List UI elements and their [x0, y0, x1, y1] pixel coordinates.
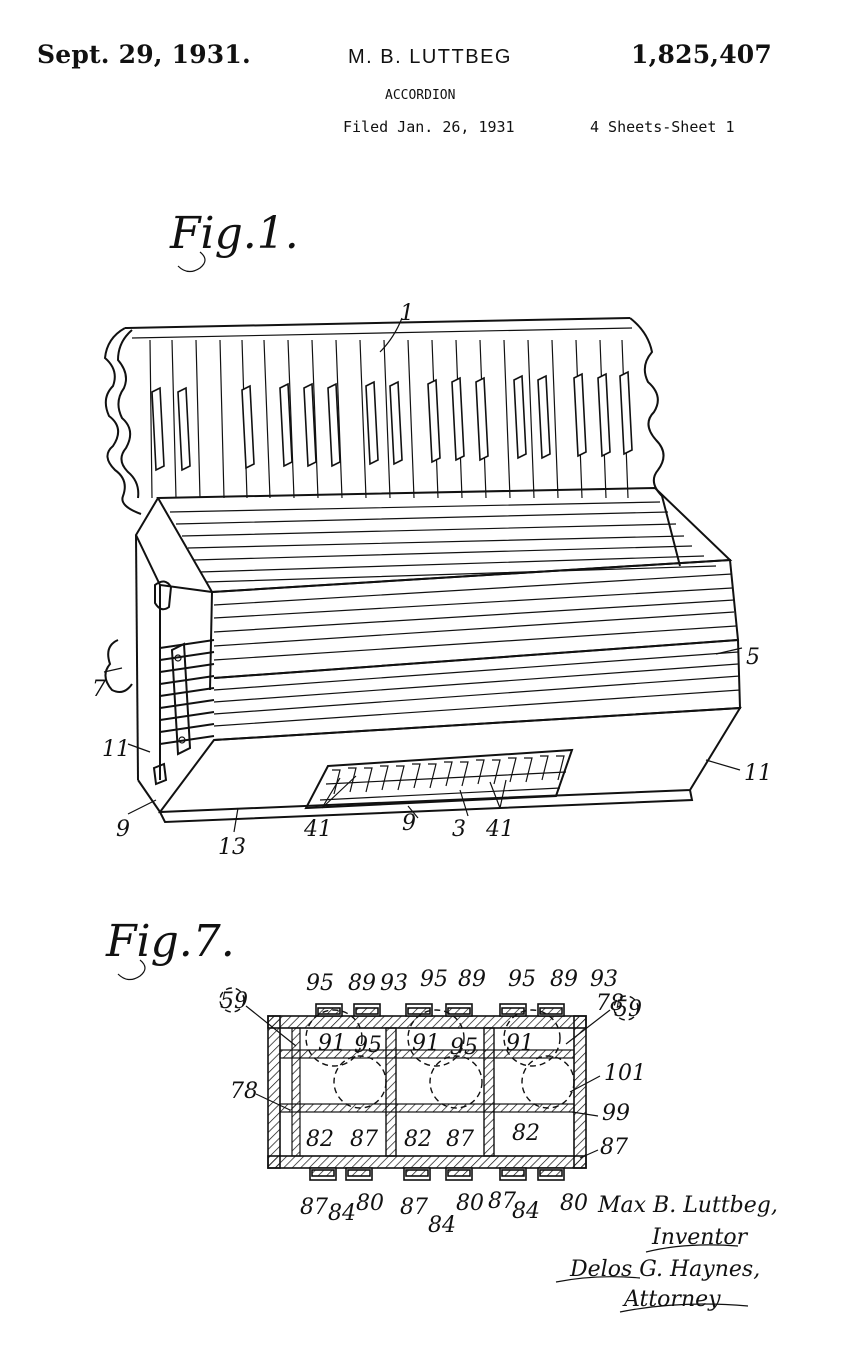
fig7-ref-87-e: 87 — [488, 1189, 516, 1214]
bass-button-grille — [304, 748, 574, 810]
bottom-valve-pads — [309, 1167, 565, 1181]
bass-buttons — [319, 755, 567, 801]
fig7-ref-78-top: 78 — [596, 991, 624, 1016]
fig7-ref-95-e: 95 — [450, 1035, 478, 1060]
inventor-name: Max B. Luttbeg, — [597, 1193, 778, 1218]
fig1-label-flourish — [177, 251, 206, 273]
right-torn-edge — [629, 317, 681, 567]
fig7-ref-84-c: 84 — [512, 1199, 540, 1224]
lower-case — [137, 706, 742, 824]
keyboard-top-edge — [124, 317, 631, 329]
fig7-ref-59-right: 59 — [614, 997, 642, 1022]
top-board — [267, 1015, 587, 1029]
shelf-upper — [279, 1049, 575, 1059]
attorney-role: Attorney — [622, 1287, 721, 1312]
fig7-ref-93-a: 93 — [380, 971, 408, 996]
fig7-ref-87-c: 87 — [300, 1195, 328, 1220]
partition-1 — [385, 1027, 397, 1157]
fig7-label-flourish — [117, 959, 146, 981]
fig1-leaders — [103, 317, 743, 833]
bellows — [159, 558, 742, 745]
fig1-label: Fig.1. — [169, 208, 299, 259]
signature-underlines — [555, 1244, 749, 1313]
fig7-ref-89-c: 89 — [550, 967, 578, 992]
fig7-ref-84-b: 84 — [428, 1213, 456, 1238]
fig7-label: Fig.7. — [105, 916, 235, 967]
fig1-ref-3: 3 — [452, 817, 466, 842]
fig7-ref-78-left: 78 — [230, 1079, 258, 1104]
fig7-ref-91-c: 91 — [506, 1031, 534, 1056]
fig1-ref-5: 5 — [746, 645, 760, 670]
reed-chambers — [219, 987, 639, 1109]
fig7-ref-87-right: 87 — [600, 1135, 628, 1160]
fig7-ref-87-a: 87 — [350, 1127, 378, 1152]
strap-buckle — [154, 580, 173, 611]
fig1-ref-7: 7 — [92, 677, 106, 702]
fig7-ref-91-b: 91 — [412, 1031, 440, 1056]
upper-case — [134, 486, 733, 594]
fig7-ref-95-d: 95 — [354, 1033, 382, 1058]
patent-date: Sept. 29, 1931. — [37, 40, 251, 69]
fig7-ref-95-c: 95 — [508, 967, 536, 992]
left-torn-edge-inner — [116, 329, 140, 499]
fig7-ref-89-b: 89 — [458, 967, 486, 992]
sheet-info: 4 Sheets-Sheet 1 — [590, 118, 735, 136]
fig7-ref-82-c: 82 — [512, 1121, 540, 1146]
signature-block: Max B. Luttbeg, Inventor Delos G. Haynes… — [555, 1193, 778, 1313]
fig7-ref-80-a: 80 — [356, 1191, 384, 1216]
fig7-ref-84-a: 84 — [328, 1201, 356, 1226]
inventor-header: M. B. LUTTBEG — [348, 46, 512, 68]
inner-post-left — [291, 1027, 301, 1157]
fig7-ref-82-a: 82 — [306, 1127, 334, 1152]
fig1-ref-9-center: 9 — [402, 811, 416, 836]
fig7-ref-80-b: 80 — [456, 1191, 484, 1216]
fig1-ref-11-right: 11 — [744, 761, 772, 786]
right-wall — [573, 1015, 587, 1169]
fig7-section: 95 89 93 95 89 95 89 93 78 91 95 91 95 9… — [219, 967, 646, 1238]
fig1-ref-9-left: 9 — [116, 817, 130, 842]
shelf-lower — [279, 1103, 575, 1113]
strap-hook — [104, 639, 133, 693]
fig1-ref-13: 13 — [218, 835, 246, 860]
bottom-board — [267, 1155, 587, 1169]
filed-date: Filed Jan. 26, 1931 — [343, 118, 515, 136]
fig1-ref-41-right: 41 — [485, 817, 514, 842]
fig7-ref-59-left: 59 — [220, 989, 248, 1014]
fig1-ref-41-left: 41 — [303, 817, 332, 842]
fig7-ref-87-d: 87 — [400, 1195, 428, 1220]
invention-title: ACCORDION — [385, 88, 456, 103]
fig7-ref-89-a: 89 — [348, 971, 376, 996]
fig7-ref-95-a: 95 — [306, 971, 334, 996]
fig1-ref-1: 1 — [400, 301, 414, 326]
fig7-ref-80-c: 80 — [560, 1191, 588, 1216]
fig7-ref-87-b: 87 — [446, 1127, 474, 1152]
left-wall — [267, 1015, 281, 1169]
fig7-ref-99: 99 — [602, 1101, 630, 1126]
keyboard-keys — [149, 339, 633, 499]
fig1-ref-11-left: 11 — [102, 737, 130, 762]
fig7-ref-91-a: 91 — [318, 1031, 346, 1056]
attorney-name: Delos G. Haynes, — [569, 1257, 760, 1282]
fig7-ref-82-b: 82 — [404, 1127, 432, 1152]
fig7-ref-101: 101 — [604, 1061, 646, 1086]
left-torn-edge — [103, 327, 142, 515]
fig7-ref-95-b: 95 — [420, 967, 448, 992]
patent-number: 1,825,407 — [631, 40, 772, 69]
partition-2 — [483, 1027, 495, 1157]
accordion-figure: 1 5 7 11 11 9 13 41 9 3 41 — [92, 301, 772, 860]
fig7-leaders — [245, 1005, 611, 1159]
keyboard-top-edge-inner — [131, 327, 633, 339]
fig7-ref-93-b: 93 — [590, 967, 618, 992]
